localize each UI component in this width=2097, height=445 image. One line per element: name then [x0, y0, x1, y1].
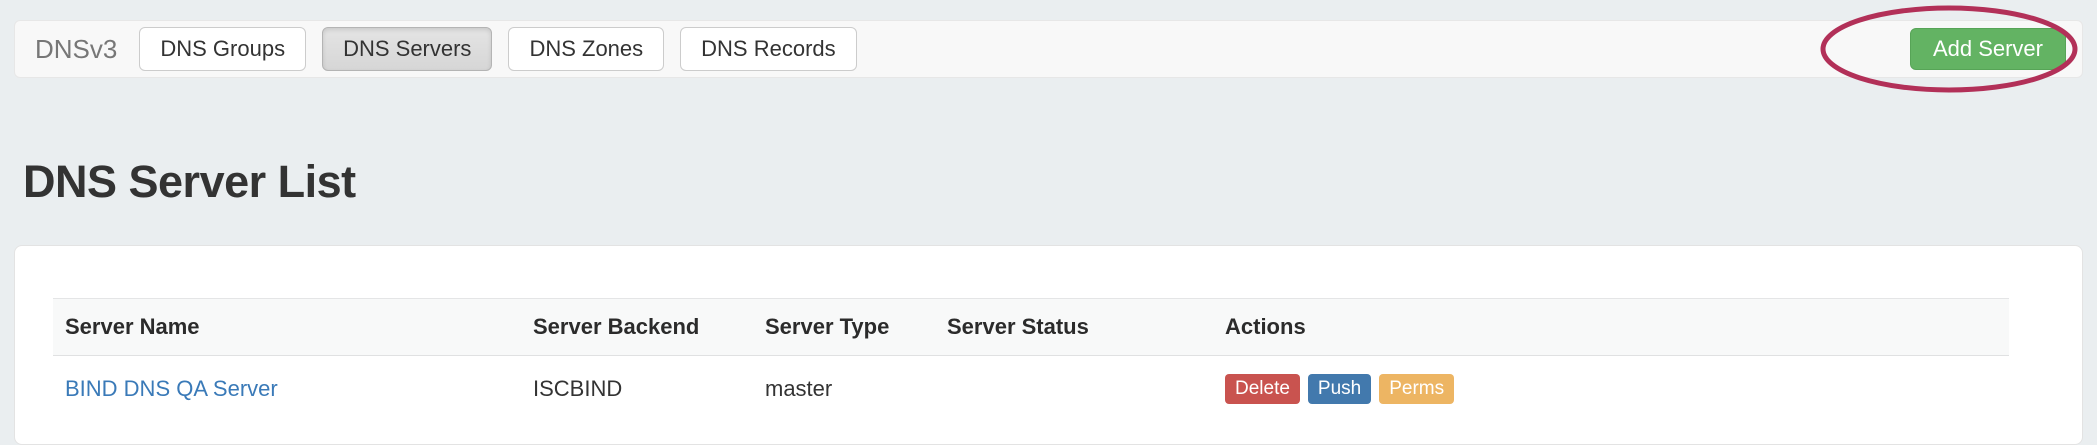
tab-dns-records-label: DNS Records	[701, 36, 836, 61]
tab-dns-records[interactable]: DNS Records	[680, 27, 857, 71]
column-header-actions[interactable]: Actions	[1225, 314, 1306, 339]
cell-server-status	[947, 356, 1225, 419]
column-header-server-status[interactable]: Server Status	[947, 314, 1089, 339]
column-header-server-name[interactable]: Server Name	[65, 314, 200, 339]
cell-server-type: master	[765, 376, 833, 401]
tab-dns-servers-label: DNS Servers	[343, 36, 472, 61]
cell-actions: Delete Push Perms	[1225, 356, 2009, 419]
nav-tab-list: DNS Groups DNS Servers DNS Zones DNS Rec…	[139, 27, 857, 71]
top-navbar: DNSv3 DNS Groups DNS Servers DNS Zones D…	[14, 20, 2083, 78]
table-row: BIND DNS QA Server ISCBIND master Delete…	[53, 356, 2009, 419]
add-server-button[interactable]: Add Server	[1909, 28, 2066, 70]
content-card: Server Name Server Backend Server Type S…	[14, 245, 2083, 445]
column-header-server-type[interactable]: Server Type	[765, 314, 890, 339]
dns-server-table: Server Name Server Backend Server Type S…	[53, 298, 2009, 418]
brand-logo[interactable]: DNSv3	[35, 34, 118, 64]
cell-server-name: BIND DNS QA Server	[53, 356, 533, 419]
tab-dns-zones-label: DNS Zones	[529, 36, 644, 61]
server-name-link[interactable]: BIND DNS QA Server	[65, 376, 278, 401]
navbar-right-group: Add Server	[1909, 28, 2066, 70]
cell-server-backend: ISCBIND	[533, 376, 623, 401]
table-header-row: Server Name Server Backend Server Type S…	[53, 298, 2009, 356]
tab-dns-groups[interactable]: DNS Groups	[139, 27, 307, 71]
perms-button[interactable]: Perms	[1379, 374, 1455, 404]
table-body: BIND DNS QA Server ISCBIND master Delete…	[53, 356, 2009, 419]
tab-dns-servers[interactable]: DNS Servers	[322, 27, 493, 71]
action-button-group: Delete Push Perms	[1225, 374, 2009, 404]
delete-button[interactable]: Delete	[1225, 374, 1300, 404]
tab-dns-zones[interactable]: DNS Zones	[508, 27, 665, 71]
table-header: Server Name Server Backend Server Type S…	[53, 298, 2009, 356]
page-title: DNS Server List	[23, 156, 356, 207]
tab-dns-groups-label: DNS Groups	[160, 36, 286, 61]
column-header-server-backend[interactable]: Server Backend	[533, 314, 700, 339]
push-button[interactable]: Push	[1307, 374, 1372, 404]
add-server-label: Add Server	[1932, 36, 2043, 61]
